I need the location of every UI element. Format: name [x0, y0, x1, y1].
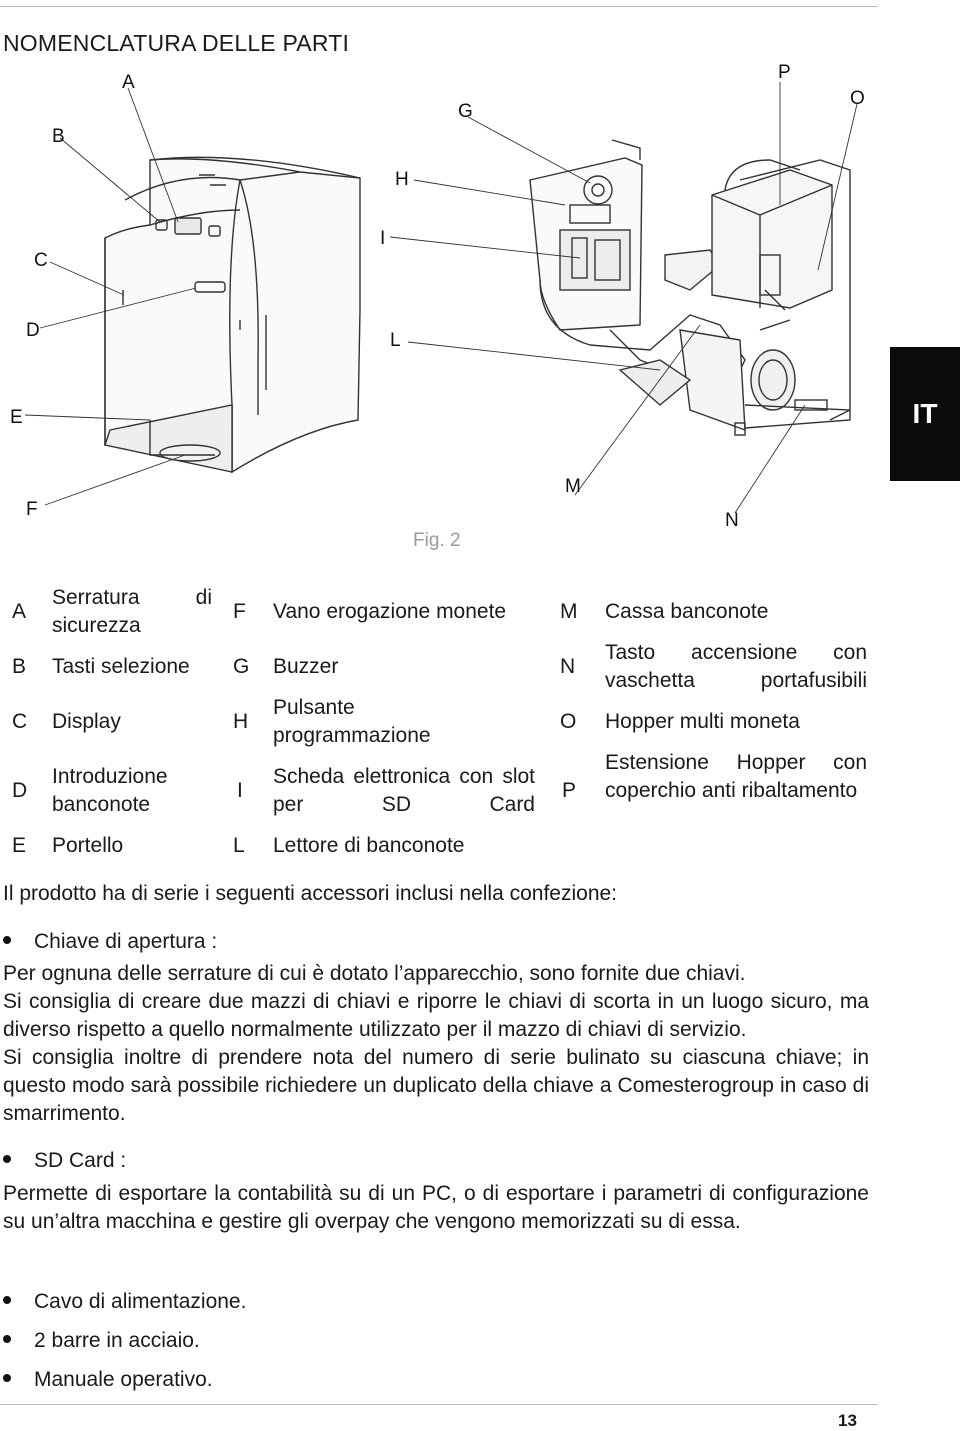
parts-figure: A B C D E F G H I L M N O P — [10, 62, 865, 531]
bullet-bars: 2 barre in acciaio. — [3, 1327, 200, 1355]
legend-letter-p: P — [562, 779, 577, 802]
legend-letter-o: O — [560, 710, 577, 733]
bullet-bars-text: 2 barre in acciaio. — [34, 1329, 200, 1352]
bullet-sdcard: SD Card : — [3, 1147, 126, 1175]
legend-letter-g: G — [233, 655, 250, 678]
bullet-manual: Manuale operativo. — [3, 1366, 213, 1394]
callout-b: B — [52, 126, 65, 147]
legend-text-g: Buzzer — [273, 655, 339, 678]
language-tab: IT — [890, 347, 960, 481]
bullet-sdcard-title: SD Card : — [34, 1149, 127, 1172]
legend-letter-e: E — [12, 834, 27, 857]
legend-letter-a: A — [12, 600, 27, 623]
callout-i: I — [380, 228, 385, 249]
legend-letter-l: L — [233, 834, 245, 857]
callout-l: L — [390, 330, 401, 351]
page-title: NOMENCLATURA DELLE PARTI — [3, 30, 350, 56]
callout-f: F — [26, 499, 38, 520]
bullet-dot — [3, 1155, 11, 1164]
legend-letter-h: H — [233, 710, 249, 733]
legend-text-p: Estensione Hopper con coperchio anti rib… — [605, 751, 867, 802]
keys-paragraph-2: Si consiglia di creare due mazzi di chia… — [3, 990, 869, 1041]
legend-letter-b: B — [12, 655, 27, 678]
legend-letter-n: N — [560, 655, 576, 678]
legend-text-h: Pulsante programmazione — [273, 696, 431, 747]
legend-text-d: Introduzione banconote — [52, 765, 168, 816]
legend-text-i: Scheda elettronica con slot per SD Card — [273, 765, 535, 816]
legend-text-l: Lettore di banconote — [273, 834, 465, 857]
sdcard-paragraph: Permette di esportare la contabilità su … — [3, 1180, 869, 1236]
callout-c: C — [34, 250, 48, 271]
callout-h: H — [395, 169, 409, 190]
callout-n: N — [725, 510, 739, 531]
bullet-dot — [3, 1374, 11, 1383]
page-number: 13 — [838, 1411, 857, 1430]
keys-paragraph-3: Si consiglia inoltre di prendere nota de… — [3, 1046, 869, 1125]
interior-drawing — [529, 139, 851, 436]
bullet-keys-title: Chiave di apertura : — [34, 930, 218, 953]
bullet-dot — [3, 1335, 11, 1344]
legend-text-c: Display — [52, 710, 121, 733]
callout-m: M — [565, 476, 581, 497]
accessories-intro: Il prodotto ha di serie i seguenti acces… — [3, 882, 618, 905]
legend-text-b: Tasti selezione — [52, 655, 190, 678]
callout-a: A — [122, 72, 135, 93]
cabinet-drawing — [104, 156, 361, 474]
legend-text-f: Vano erogazione monete — [273, 600, 507, 623]
legend-text-m: Cassa banconote — [605, 600, 769, 623]
keys-paragraphs: Per ognuna delle serrature di cui è dota… — [3, 960, 869, 1128]
legend-letter-c: C — [12, 710, 28, 733]
legend-letter-i: I — [237, 779, 243, 802]
bullet-manual-text: Manuale operativo. — [34, 1368, 213, 1391]
callout-g: G — [458, 101, 473, 122]
legend-text-e: Portello — [52, 834, 124, 857]
callout-e: E — [10, 407, 23, 428]
header-rule — [0, 6, 878, 7]
bullet-dot — [3, 1296, 11, 1305]
sdcard-paragraph-1: Permette di esportare la contabilità su … — [3, 1182, 869, 1233]
parts-legend: A Serratura di sicurezza B Tasti selezio… — [0, 580, 880, 870]
bullet-cable-text: Cavo di alimentazione. — [34, 1290, 247, 1313]
keys-paragraph-1: Per ognuna delle serrature di cui è dota… — [3, 962, 746, 985]
legend-text-a: Serratura di sicurezza — [52, 586, 212, 637]
legend-letter-m: M — [560, 600, 578, 623]
callout-d: D — [26, 320, 40, 341]
legend-text-o: Hopper multi moneta — [605, 710, 800, 733]
legend-letter-f: F — [233, 600, 246, 623]
legend-text-n: Tasto accensione con vaschetta portafusi… — [605, 641, 867, 692]
callout-o: O — [850, 88, 865, 109]
footer-rule — [0, 1404, 878, 1405]
callout-p: P — [778, 62, 791, 83]
figure-caption: Fig. 2 — [413, 530, 461, 551]
bullet-keys: Chiave di apertura : — [3, 928, 217, 956]
bullet-cable: Cavo di alimentazione. — [3, 1288, 246, 1316]
legend-letter-d: D — [12, 779, 28, 802]
bullet-dot — [3, 936, 11, 945]
